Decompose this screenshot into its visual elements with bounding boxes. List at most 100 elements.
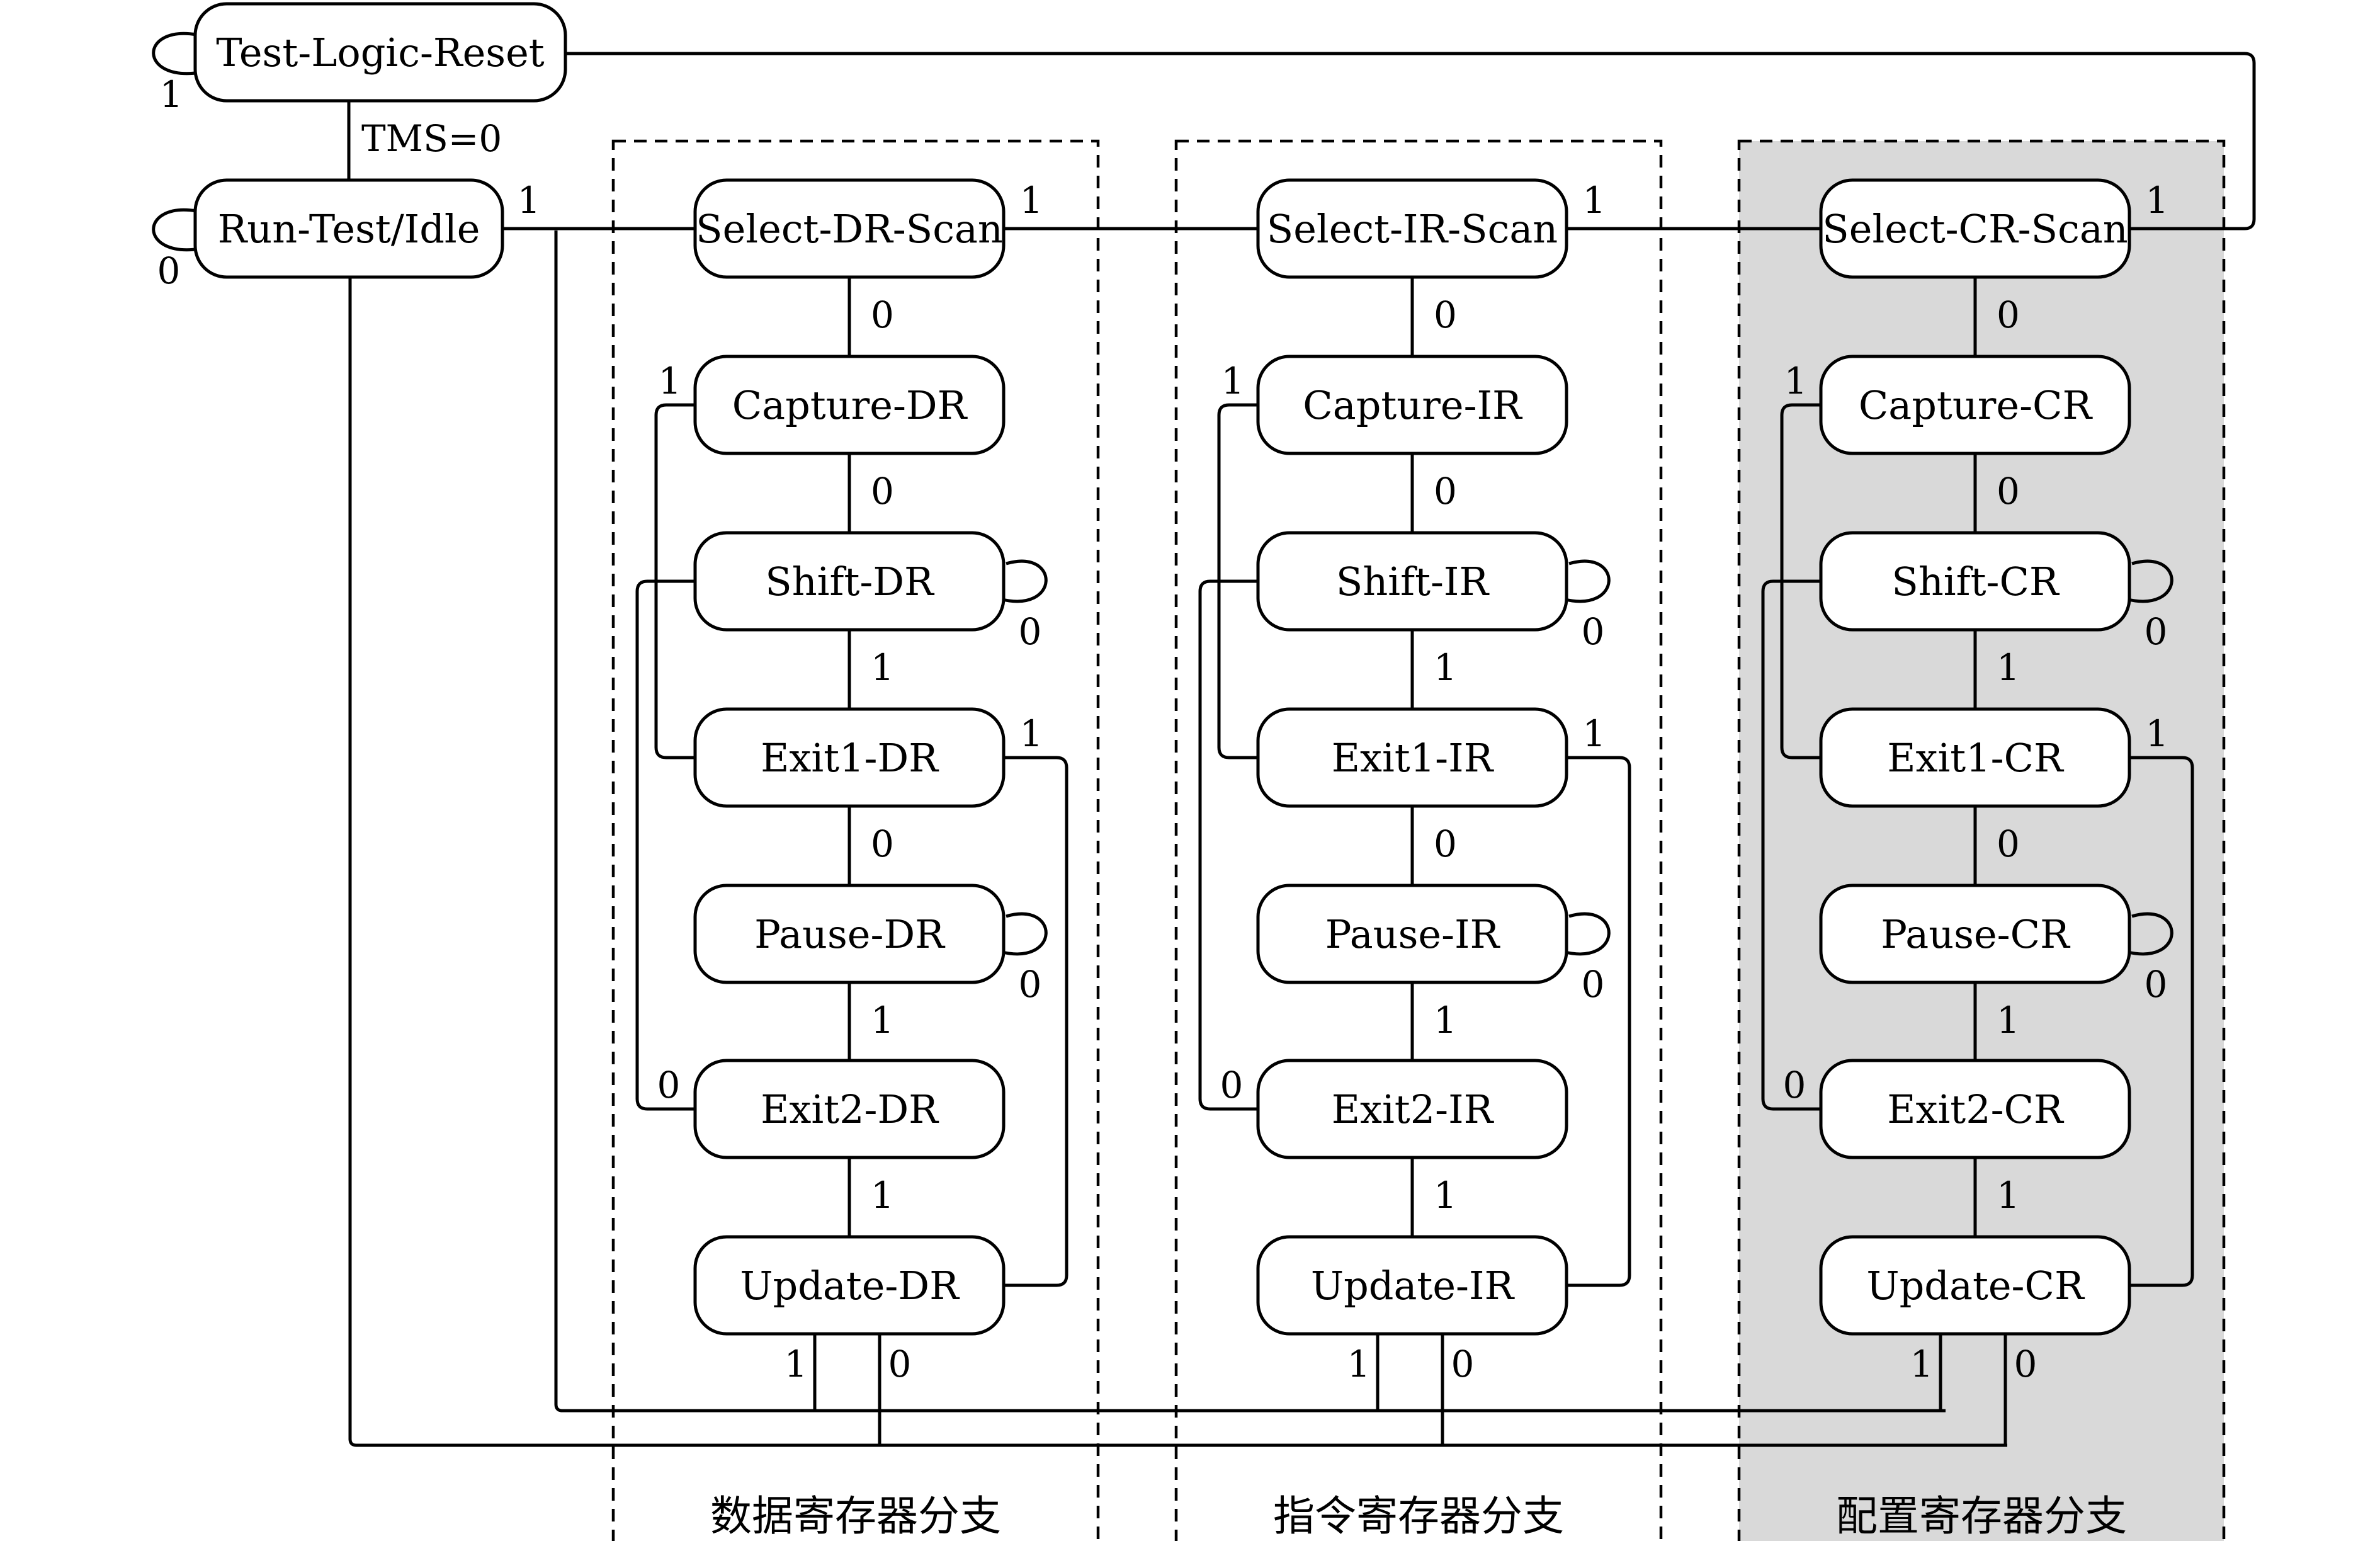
state-select-dr-scan: Select-DR-Scan — [693, 178, 1006, 279]
ir-capture-down-label: 0 — [1434, 470, 1457, 513]
state-exit1-cr: Exit1-CR — [1819, 707, 2131, 808]
branch-title-ir: 指令寄存器分支 — [1273, 1492, 1564, 1540]
state-label: Pause-CR — [1881, 911, 2071, 957]
state-label: Select-IR-Scan — [1267, 206, 1558, 252]
state-label: Select-DR-Scan — [696, 206, 1003, 252]
state-label: Exit1-CR — [1887, 735, 2065, 781]
state-label: Update-DR — [740, 1263, 960, 1309]
state-pause-dr: Pause-DR — [693, 884, 1006, 984]
ir-pause-self-loop — [1562, 912, 1611, 956]
tlr-self-loop — [152, 31, 201, 76]
rti-self-loop — [152, 208, 201, 252]
state-select-cr-scan: Select-CR-Scan — [1819, 178, 2131, 279]
dr-shift-self-label: 0 — [1019, 610, 1042, 653]
state-label: Exit2-CR — [1887, 1086, 2065, 1132]
state-label: Capture-DR — [732, 382, 968, 428]
dr-exit1-down-label: 0 — [871, 822, 894, 865]
dr-update-one-label: 1 — [785, 1343, 808, 1385]
select-ir-next-label: 1 — [1583, 179, 1606, 222]
state-exit1-dr: Exit1-DR — [693, 707, 1006, 808]
cr-pause-down-label: 1 — [1997, 999, 2020, 1042]
state-select-ir-scan: Select-IR-Scan — [1256, 178, 1568, 279]
state-label: Exit1-DR — [761, 735, 939, 781]
dr-shift-down-label: 1 — [871, 646, 894, 689]
cr-shift-down-label: 1 — [1997, 646, 2020, 689]
cr-pause-self-loop — [2125, 912, 2173, 956]
ir-exit2-back-label: 0 — [1220, 1064, 1244, 1106]
cr-update-zero-label: 0 — [2014, 1343, 2037, 1385]
branch-title-dr: 数据寄存器分支 — [710, 1492, 1001, 1540]
state-update-dr: Update-DR — [693, 1235, 1006, 1336]
dr-pause-self-loop — [999, 912, 1048, 956]
state-label: Shift-IR — [1336, 559, 1490, 605]
cr-exit2-back-label: 0 — [1783, 1064, 1806, 1106]
state-label: Exit2-IR — [1332, 1086, 1495, 1132]
ir-shift-self-label: 0 — [1582, 610, 1605, 653]
ir-branch-box — [1174, 139, 1663, 1541]
select-cr-to-tlr-edge — [567, 52, 2256, 230]
cr-capture-down-label: 0 — [1997, 470, 2020, 513]
tlr-self-label: 1 — [160, 73, 183, 116]
state-label: Exit1-IR — [1332, 735, 1495, 781]
dr-pause-self-label: 0 — [1019, 963, 1042, 1006]
dr-branch-box — [611, 139, 1100, 1541]
update-one-bus — [554, 230, 1946, 1413]
state-shift-ir: Shift-IR — [1256, 531, 1568, 632]
state-capture-dr: Capture-DR — [693, 355, 1006, 455]
state-label: Update-IR — [1311, 1263, 1516, 1309]
state-exit1-ir: Exit1-IR — [1256, 707, 1568, 808]
cr-shift-self-label: 0 — [2145, 610, 2168, 653]
state-pause-ir: Pause-IR — [1256, 884, 1568, 984]
dr-capture-down-label: 0 — [871, 470, 894, 513]
ir-pause-self-label: 0 — [1582, 963, 1605, 1006]
dr-select-down-label: 0 — [871, 293, 894, 336]
select-dr-next-label: 1 — [1020, 179, 1043, 222]
ir-pause-down-label: 1 — [1434, 999, 1457, 1042]
tms-label: TMS=0 — [361, 117, 502, 160]
ir-update-zero-label: 0 — [1451, 1343, 1475, 1385]
cr-select-down-label: 0 — [1997, 293, 2020, 336]
ir-update-one-label: 1 — [1347, 1343, 1371, 1385]
dr-exit1-bypass — [1004, 756, 1068, 1287]
state-label: Exit2-DR — [761, 1086, 939, 1132]
state-shift-dr: Shift-DR — [693, 531, 1006, 632]
state-update-ir: Update-IR — [1256, 1235, 1568, 1336]
select-cr-next-label: 1 — [2146, 179, 2169, 222]
ir-exit1-down-label: 0 — [1434, 822, 1457, 865]
state-capture-cr: Capture-CR — [1819, 355, 2131, 455]
ir-exit2-down-label: 1 — [1434, 1174, 1457, 1217]
state-pause-cr: Pause-CR — [1819, 884, 2131, 984]
dr-update-zero-label: 0 — [888, 1343, 912, 1385]
cr-exit1-down-label: 0 — [1997, 822, 2020, 865]
state-run-test-idle: Run-Test/Idle — [193, 178, 504, 279]
state-capture-ir: Capture-IR — [1256, 355, 1568, 455]
state-label: Update-CR — [1866, 1263, 2085, 1309]
state-label: Capture-IR — [1303, 382, 1523, 428]
dr-exit2-back — [635, 579, 695, 1111]
state-update-cr: Update-CR — [1819, 1235, 2131, 1336]
cr-exit1-bypass-label: 1 — [2146, 712, 2169, 755]
state-exit2-cr: Exit2-CR — [1819, 1059, 2131, 1159]
ir-shift-down-label: 1 — [1434, 646, 1457, 689]
ir-exit1-bypass-label: 1 — [1583, 712, 1606, 755]
dr-capture-bypass-label: 1 — [659, 360, 682, 402]
state-exit2-ir: Exit2-IR — [1256, 1059, 1568, 1159]
ir-capture-bypass-label: 1 — [1221, 360, 1245, 402]
ir-exit2-back — [1198, 579, 1258, 1111]
state-exit2-dr: Exit2-DR — [693, 1059, 1006, 1159]
cr-pause-self-label: 0 — [2145, 963, 2168, 1006]
update-zero-bus — [348, 278, 2007, 1447]
ir-select-down-label: 0 — [1434, 293, 1457, 336]
cr-shift-self-loop — [2125, 559, 2173, 603]
state-label: Run-Test/Idle — [218, 206, 480, 252]
dr-exit2-back-label: 0 — [657, 1064, 681, 1106]
state-label: Shift-DR — [765, 559, 935, 605]
dr-exit2-down-label: 1 — [871, 1174, 894, 1217]
ir-shift-self-loop — [1562, 559, 1611, 603]
state-label: Pause-IR — [1325, 911, 1501, 957]
cr-exit2-down-label: 1 — [1997, 1174, 2020, 1217]
ir-exit1-bypass — [1567, 756, 1631, 1287]
state-label: Pause-DR — [754, 911, 946, 957]
